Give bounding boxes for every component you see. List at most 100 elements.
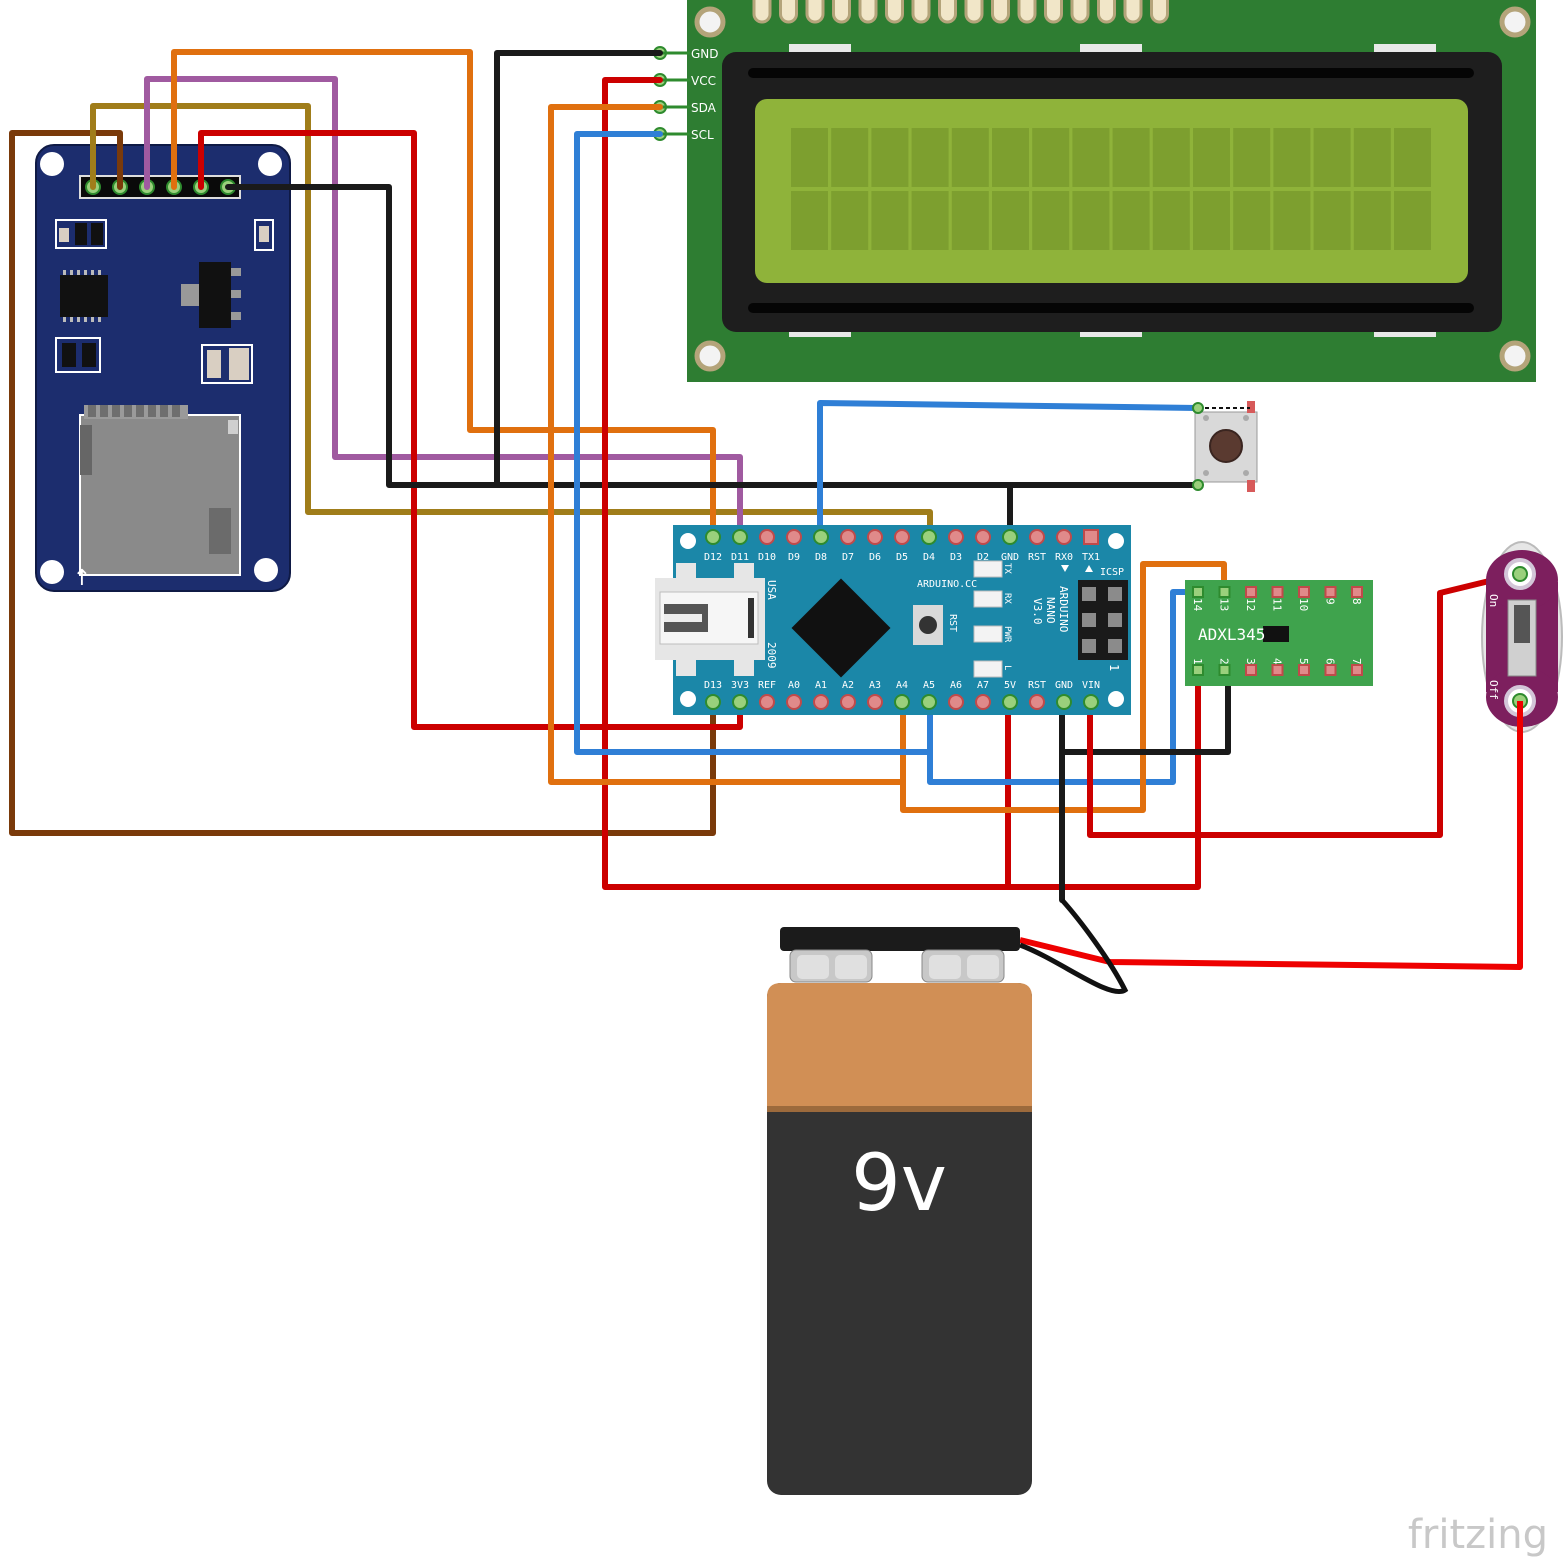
nano-pin-label: RST bbox=[1028, 552, 1046, 563]
lcd-header-pad bbox=[911, 0, 931, 24]
lcd-character-cell bbox=[871, 128, 909, 187]
adxl-pin bbox=[1192, 664, 1204, 676]
nano-pin bbox=[813, 529, 829, 545]
nano-pin bbox=[867, 694, 883, 710]
nano-pin-label: D10 bbox=[758, 552, 776, 563]
nano-pin bbox=[921, 694, 937, 710]
lcd-character-cell bbox=[1193, 128, 1230, 187]
nano-pin bbox=[1029, 529, 1045, 545]
nano-pin bbox=[705, 529, 721, 545]
switch-on-label: On bbox=[1487, 594, 1500, 607]
wire-red-lcd bbox=[602, 77, 1201, 890]
lcd-character-cell bbox=[1273, 128, 1311, 187]
lcd-character-cell bbox=[1394, 128, 1431, 187]
nano-pin bbox=[975, 529, 991, 545]
wire-black-sd bbox=[225, 184, 1013, 543]
adxl-pin bbox=[1218, 586, 1231, 598]
lcd-character-cell bbox=[1233, 128, 1271, 187]
lcd-character-cell bbox=[1072, 128, 1110, 187]
model-line-3: V3.0 bbox=[1031, 598, 1044, 625]
lcd-pin-vcc-label: VCC bbox=[691, 74, 716, 88]
lcd-header-pad bbox=[938, 0, 957, 24]
lcd-character-cell bbox=[831, 191, 869, 250]
switch-off-label: Off bbox=[1487, 680, 1500, 700]
nano-pin-label: D3 bbox=[950, 552, 962, 563]
nano-pin-label: A4 bbox=[896, 680, 908, 691]
lcd-header-pad bbox=[1097, 0, 1116, 24]
lcd-pin-gnd-label: GND bbox=[691, 47, 719, 61]
lcd-display: GND VCC SDA SCL bbox=[653, 0, 1536, 382]
icsp-label: ICSP bbox=[1100, 567, 1124, 578]
wire-black-battery-lead bbox=[1019, 898, 1129, 994]
nano-pin-label: D8 bbox=[815, 552, 827, 563]
adxl-pin-label: 1 bbox=[1191, 658, 1204, 665]
lcd-character-cell bbox=[1353, 128, 1391, 187]
nano-pin bbox=[894, 529, 910, 545]
nano-pin bbox=[786, 694, 802, 710]
nano-pin bbox=[1083, 529, 1099, 545]
nano-pin-label: A1 bbox=[815, 680, 827, 691]
fritzing-logo: fritzing bbox=[1408, 1512, 1548, 1558]
nano-pin bbox=[1056, 694, 1072, 710]
model-line-2: NANO bbox=[1044, 597, 1057, 624]
lcd-character-cell bbox=[1032, 128, 1070, 187]
nano-pin-label: A5 bbox=[923, 680, 935, 691]
nano-pin bbox=[1002, 694, 1018, 710]
nano-pin-label: VIN bbox=[1082, 680, 1100, 691]
adxl-pin-label: 8 bbox=[1350, 598, 1363, 605]
wire-blue-button bbox=[817, 400, 1200, 543]
lcd-character-cell bbox=[992, 128, 1029, 187]
led-pwr-label: PWR bbox=[1002, 626, 1012, 643]
adxl-pin-label: 7 bbox=[1350, 658, 1363, 665]
led-l-label: L bbox=[1002, 665, 1012, 670]
led-tx-label: TX bbox=[1002, 563, 1012, 574]
icsp-pin1-label: 1 bbox=[1107, 664, 1121, 671]
sd-ic-chip bbox=[60, 270, 108, 322]
wire-red-sd bbox=[198, 130, 743, 730]
nano-pin-label: TX1 bbox=[1082, 552, 1100, 563]
wire-red-battery bbox=[1019, 701, 1523, 970]
adxl-pin bbox=[1245, 586, 1257, 598]
status-leds bbox=[973, 560, 1003, 678]
adxl-pin-label: 4 bbox=[1271, 658, 1284, 665]
sd-card-module: ↑ bbox=[35, 144, 291, 592]
lcd-header-pad bbox=[885, 0, 904, 24]
nano-pin-label: A3 bbox=[869, 680, 881, 691]
microcontroller-chip bbox=[791, 578, 891, 678]
wire-black-adxl bbox=[1059, 664, 1231, 755]
wire-blue-lcd bbox=[574, 131, 933, 755]
lcd-character-cell bbox=[1152, 191, 1190, 250]
adxl-pin bbox=[1324, 586, 1337, 598]
orientation-arrow-icon: ↑ bbox=[73, 566, 91, 591]
nano-pin bbox=[1002, 529, 1018, 545]
adxl-pin bbox=[1192, 586, 1204, 598]
nano-pin bbox=[921, 529, 937, 545]
lcd-header-pad bbox=[805, 0, 825, 24]
wire-black-lcd bbox=[494, 50, 663, 488]
lcd-character-cell bbox=[1152, 128, 1190, 187]
nano-pin-label: A6 bbox=[950, 680, 962, 691]
lcd-header-pad bbox=[1017, 0, 1037, 24]
nano-pin-label: A0 bbox=[788, 680, 800, 691]
adxl-pin bbox=[1351, 664, 1363, 676]
lcd-header-pads bbox=[752, 0, 1169, 24]
adxl-pin-label: 13 bbox=[1218, 598, 1231, 611]
nano-pin-label: RX0 bbox=[1055, 552, 1073, 563]
adxl-pin-label: 3 bbox=[1244, 658, 1257, 665]
switch-slider[interactable] bbox=[1514, 605, 1530, 643]
lcd-header-pad bbox=[1044, 0, 1063, 24]
micro-sd-slot bbox=[79, 405, 241, 576]
nano-pin-label: D13 bbox=[704, 680, 722, 691]
wires bbox=[9, 49, 1521, 903]
wire-brown bbox=[9, 130, 716, 836]
push-button[interactable] bbox=[1192, 401, 1258, 492]
wire-purple bbox=[144, 76, 743, 543]
adxl-title: ADXL345 bbox=[1198, 625, 1265, 644]
lcd-header-pad bbox=[858, 0, 878, 24]
nano-pin bbox=[786, 529, 802, 545]
lcd-header-pad bbox=[1150, 0, 1169, 24]
reset-button[interactable] bbox=[913, 605, 943, 645]
lcd-header-pad bbox=[964, 0, 984, 24]
